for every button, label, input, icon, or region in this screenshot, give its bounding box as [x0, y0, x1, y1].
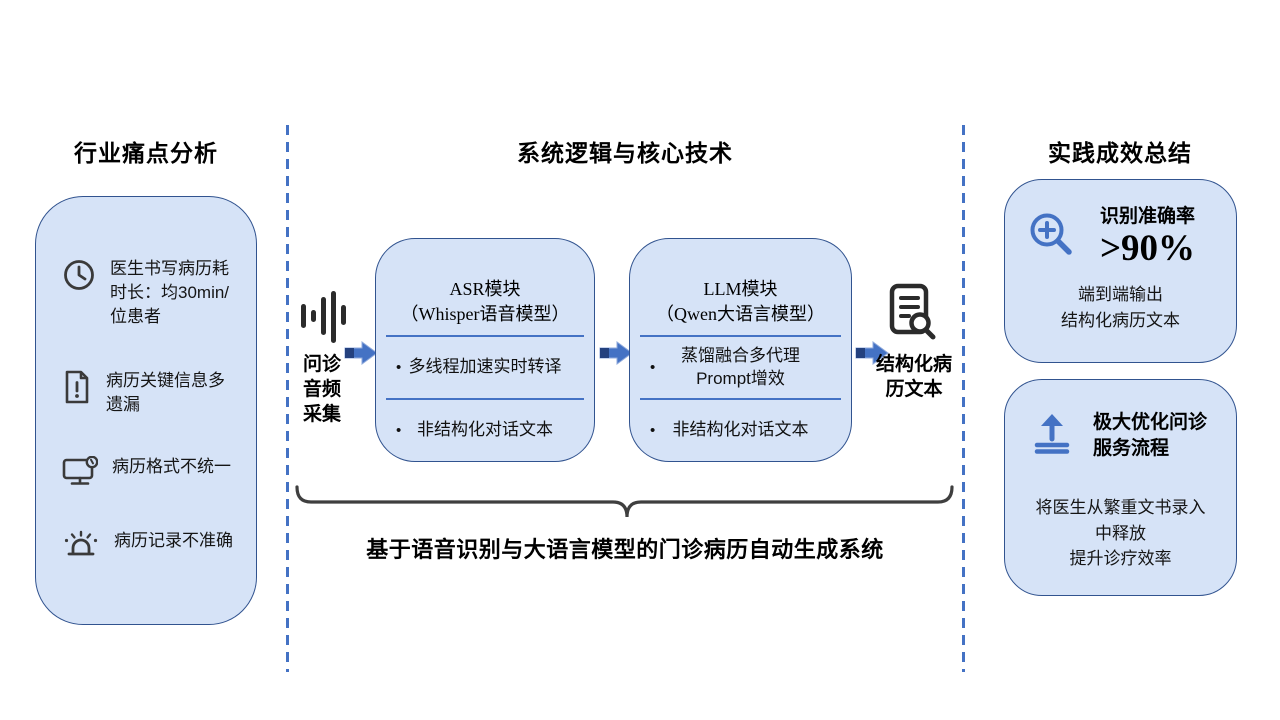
document-alert-icon [62, 370, 92, 409]
llm-bullet-2: • 非结构化对话文本 [630, 400, 851, 461]
asr-bullet-2: • 非结构化对话文本 [376, 400, 594, 461]
module-title-line: LLM模块 [703, 278, 778, 299]
accuracy-card-header: 识别准确率 >90% [1005, 180, 1236, 268]
left-section-title: 行业痛点分析 [74, 140, 218, 166]
system-caption: 基于语音识别与大语言模型的门诊病历自动生成系统 [366, 537, 884, 562]
document-search-icon [884, 282, 938, 347]
divider [386, 335, 584, 337]
bullet-text: 非结构化对话文本 [672, 420, 809, 440]
pain-item-format: 病历格式不统一 [62, 455, 240, 493]
workflow-description: 将医生从繁重文书录入 中释放 提升诊疗效率 [1035, 498, 1206, 569]
pain-item-accuracy: 病历记录不准确 [62, 529, 242, 567]
flow-arrow-2 [599, 340, 633, 371]
flow-arrow-3 [855, 340, 889, 371]
llm-bullet-1: • 蒸馏融合多代理Prompt增效 [630, 337, 851, 398]
llm-module-box: LLM模块 （Qwen大语言模型） • 蒸馏融合多代理Prompt增效 • 非结… [629, 238, 852, 462]
module-subtitle-line: （Qwen大语言模型） [656, 303, 825, 324]
asr-module-box: ASR模块 （Whisper语音模型） • 多线程加速实时转译 • 非结构化对话… [375, 238, 595, 462]
bullet-text: 蒸馏融合多代理Prompt增效 [681, 345, 800, 388]
right-dashed-divider [962, 125, 965, 672]
module-title-line: ASR模块 [449, 278, 521, 299]
divider [386, 398, 584, 400]
accuracy-card: 识别准确率 >90% 端到端输出 结构化病历文本 [1004, 179, 1237, 363]
accuracy-metric: >90% [1099, 227, 1196, 269]
pain-item-time: 医生书写病历耗时长：均30min/位患者 [62, 257, 238, 329]
pain-item-text: 病历格式不统一 [112, 457, 231, 476]
module-subtitle-line: （Whisper语音模型） [400, 303, 570, 324]
bullet-text: 多线程加速实时转译 [408, 357, 562, 377]
left-dashed-divider [286, 125, 289, 672]
alarm-icon [62, 530, 100, 567]
bullet-text: 非结构化对话文本 [417, 420, 553, 440]
output-label: 结构化病历文本 [875, 354, 952, 401]
workflow-card-header: 极大优化问诊服务流程 [1005, 380, 1236, 461]
audio-waveform-icon [299, 289, 346, 350]
bullet-marker: • [396, 359, 402, 376]
clock-icon [62, 258, 96, 297]
pain-item-text: 医生书写病历耗时长：均30min/位患者 [110, 259, 230, 327]
center-section-title: 系统逻辑与核心技术 [517, 140, 733, 166]
pain-item-text: 病历记录不准确 [114, 531, 233, 550]
right-section-title: 实践成效总结 [1048, 140, 1192, 166]
bullet-marker: • [650, 359, 656, 376]
workflow-card: 极大优化问诊服务流程 将医生从繁重文书录入 中释放 提升诊疗效率 [1004, 379, 1237, 596]
pain-item-missing-info: 病历关键信息多遗漏 [62, 369, 234, 417]
input-label: 问诊音频采集 [302, 354, 341, 426]
divider [640, 398, 841, 400]
asr-module-title: ASR模块 （Whisper语音模型） [376, 239, 594, 335]
workflow-heading: 极大优化问诊服务流程 [1093, 412, 1208, 459]
bullet-marker: • [650, 422, 656, 439]
flow-arrow-1 [344, 340, 378, 371]
monitor-clock-icon [62, 455, 99, 493]
curly-brace [290, 484, 964, 529]
upload-icon [1029, 411, 1075, 460]
accuracy-heading: 识别准确率 [1099, 206, 1195, 227]
zoom-in-icon [1027, 210, 1075, 263]
llm-module-title: LLM模块 （Qwen大语言模型） [630, 239, 851, 335]
divider [640, 335, 841, 337]
accuracy-description: 端到端输出 结构化病历文本 [1061, 285, 1180, 330]
accuracy-text-block: 识别准确率 >90% [1075, 204, 1220, 268]
pain-points-panel: 医生书写病历耗时长：均30min/位患者 病历关键信息多遗漏 病历格式不统一 [35, 196, 257, 625]
pain-item-text: 病历关键信息多遗漏 [106, 371, 225, 415]
bullet-marker: • [396, 422, 402, 439]
asr-bullet-1: • 多线程加速实时转译 [376, 337, 594, 398]
